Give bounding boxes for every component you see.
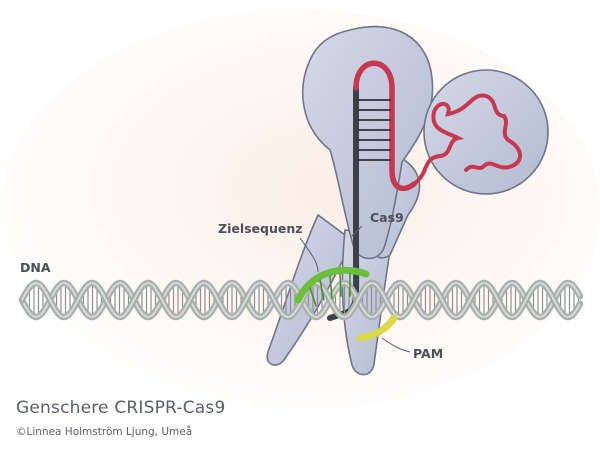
cas9-leader-line [351, 225, 363, 237]
guide-rna-hairpin [353, 60, 417, 192]
image-credit: ©Linnea Holmström Ljung, Umeå [16, 426, 193, 438]
cas9-label: Cas9 [370, 210, 404, 225]
dna-strand-b-highlight [21, 281, 581, 319]
target-sequence-label: Zielsequenz [218, 221, 303, 236]
target-leader-line [299, 237, 319, 273]
background-glow [0, 10, 600, 410]
dna-label: DNA [20, 260, 51, 275]
figure-title: Genschere CRISPR-Cas9 [16, 398, 226, 418]
pam-sequence [356, 314, 398, 342]
target-sequence [294, 266, 370, 307]
guide-rna-tail [412, 93, 523, 186]
guide-rna-rungs [357, 99, 391, 161]
pam-label: PAM [413, 346, 443, 361]
pam-leader-line [381, 337, 411, 353]
